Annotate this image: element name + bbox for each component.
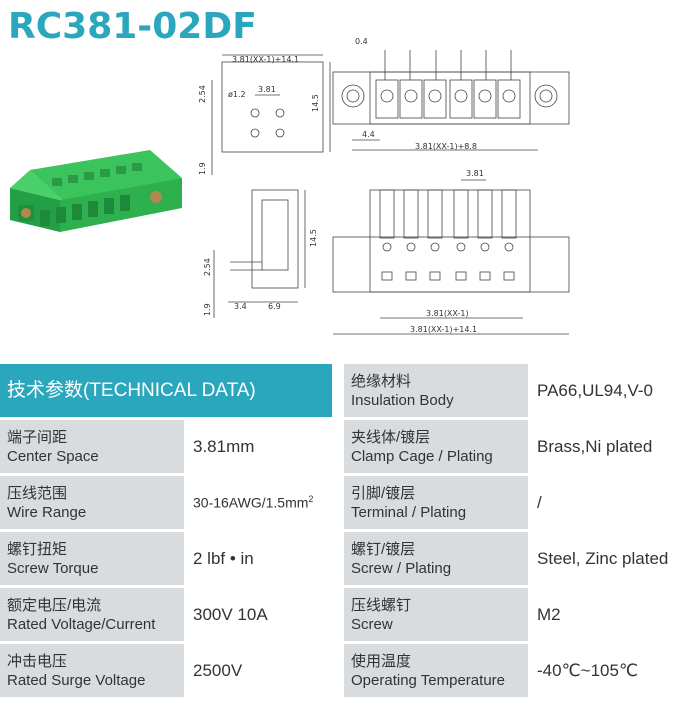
dim-side-69: 6.9 (268, 302, 281, 311)
dim-top-width: 3.81(XX-1)+14.1 (232, 55, 299, 64)
spec-value: Brass,Ni plated (528, 420, 700, 476)
dim-254: 2.54 (198, 85, 207, 103)
dim-front-b1: 3.81(XX-1) (426, 309, 469, 318)
product-title: RC381-02DF (8, 6, 257, 47)
spec-value: 30-16AWG/1.5mm2 (184, 476, 333, 532)
dim-pitch: 3.81 (258, 85, 276, 94)
dim-pin-dia: ø1.2 (228, 90, 246, 99)
spec-value: 2500V (184, 644, 333, 700)
dim-side-254: 2.54 (203, 258, 212, 276)
dim-side-19: 1.9 (203, 303, 212, 316)
spec-value: / (528, 476, 700, 532)
dim-front-pitch: 3.81 (466, 169, 484, 178)
dim-bottom-top: 3.81(XX-1)+8.8 (415, 142, 477, 151)
dim-19: 1.9 (198, 162, 207, 175)
dim-pin-04: 0.4 (355, 37, 368, 46)
dim-side-34: 3.4 (234, 302, 247, 311)
product-image (10, 150, 182, 232)
dim-44: 4.4 (362, 130, 375, 139)
spec-value: M2 (528, 588, 700, 644)
dim-front-b2: 3.81(XX-1)+14.1 (410, 325, 477, 334)
spec-value: Steel, Zinc plated (528, 532, 700, 588)
dim-145: 14.5 (311, 94, 320, 112)
technical-drawing: 3.81(XX-1)+14.1 ø1.2 3.81 2.54 1.9 14.5 … (10, 37, 570, 335)
spec-value: 3.81mm (184, 420, 333, 476)
dim-side-h: 14.5 (309, 229, 318, 247)
table-header: 技术参数(TECHNICAL DATA) (0, 364, 333, 420)
spec-value: -40℃~105℃ (528, 644, 700, 700)
spec-value: 300V 10A (184, 588, 333, 644)
spec-value: PA66,UL94,V-0 (528, 364, 700, 420)
spec-value: 2 lbf • in (184, 532, 333, 588)
